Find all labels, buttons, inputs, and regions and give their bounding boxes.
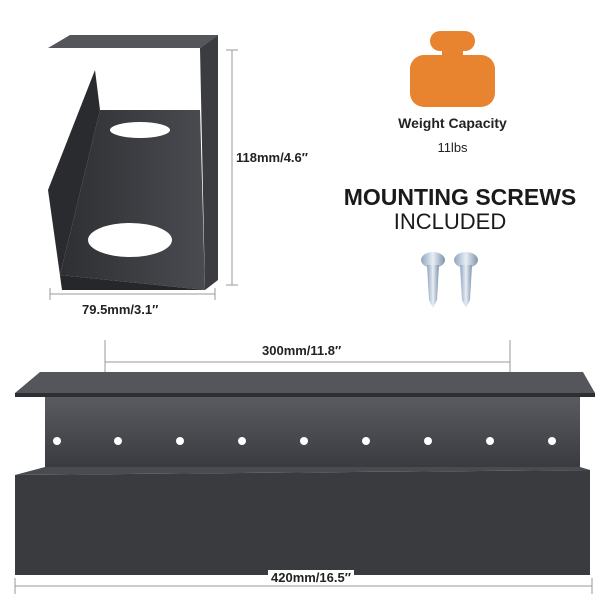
- screws-title: MOUNTING SCREWS: [343, 184, 577, 210]
- screw-icon: [421, 252, 478, 308]
- tray-side-view: [48, 35, 218, 290]
- weight-capacity-label: Weight Capacity: [398, 115, 507, 131]
- screws-subtitle: INCLUDED: [393, 209, 507, 234]
- depth-dimension-label: 79.5mm/3.1″: [82, 302, 159, 317]
- height-dimension-label: 118mm/4.6″: [236, 150, 309, 165]
- length-dimension-label: 420mm/16.5″: [268, 570, 354, 585]
- tray-front-view: [15, 372, 595, 575]
- weight-capacity-value: 11lbs: [437, 140, 468, 155]
- hole-spacing-label: 300mm/11.8″: [262, 343, 342, 358]
- weight-icon: [410, 31, 495, 107]
